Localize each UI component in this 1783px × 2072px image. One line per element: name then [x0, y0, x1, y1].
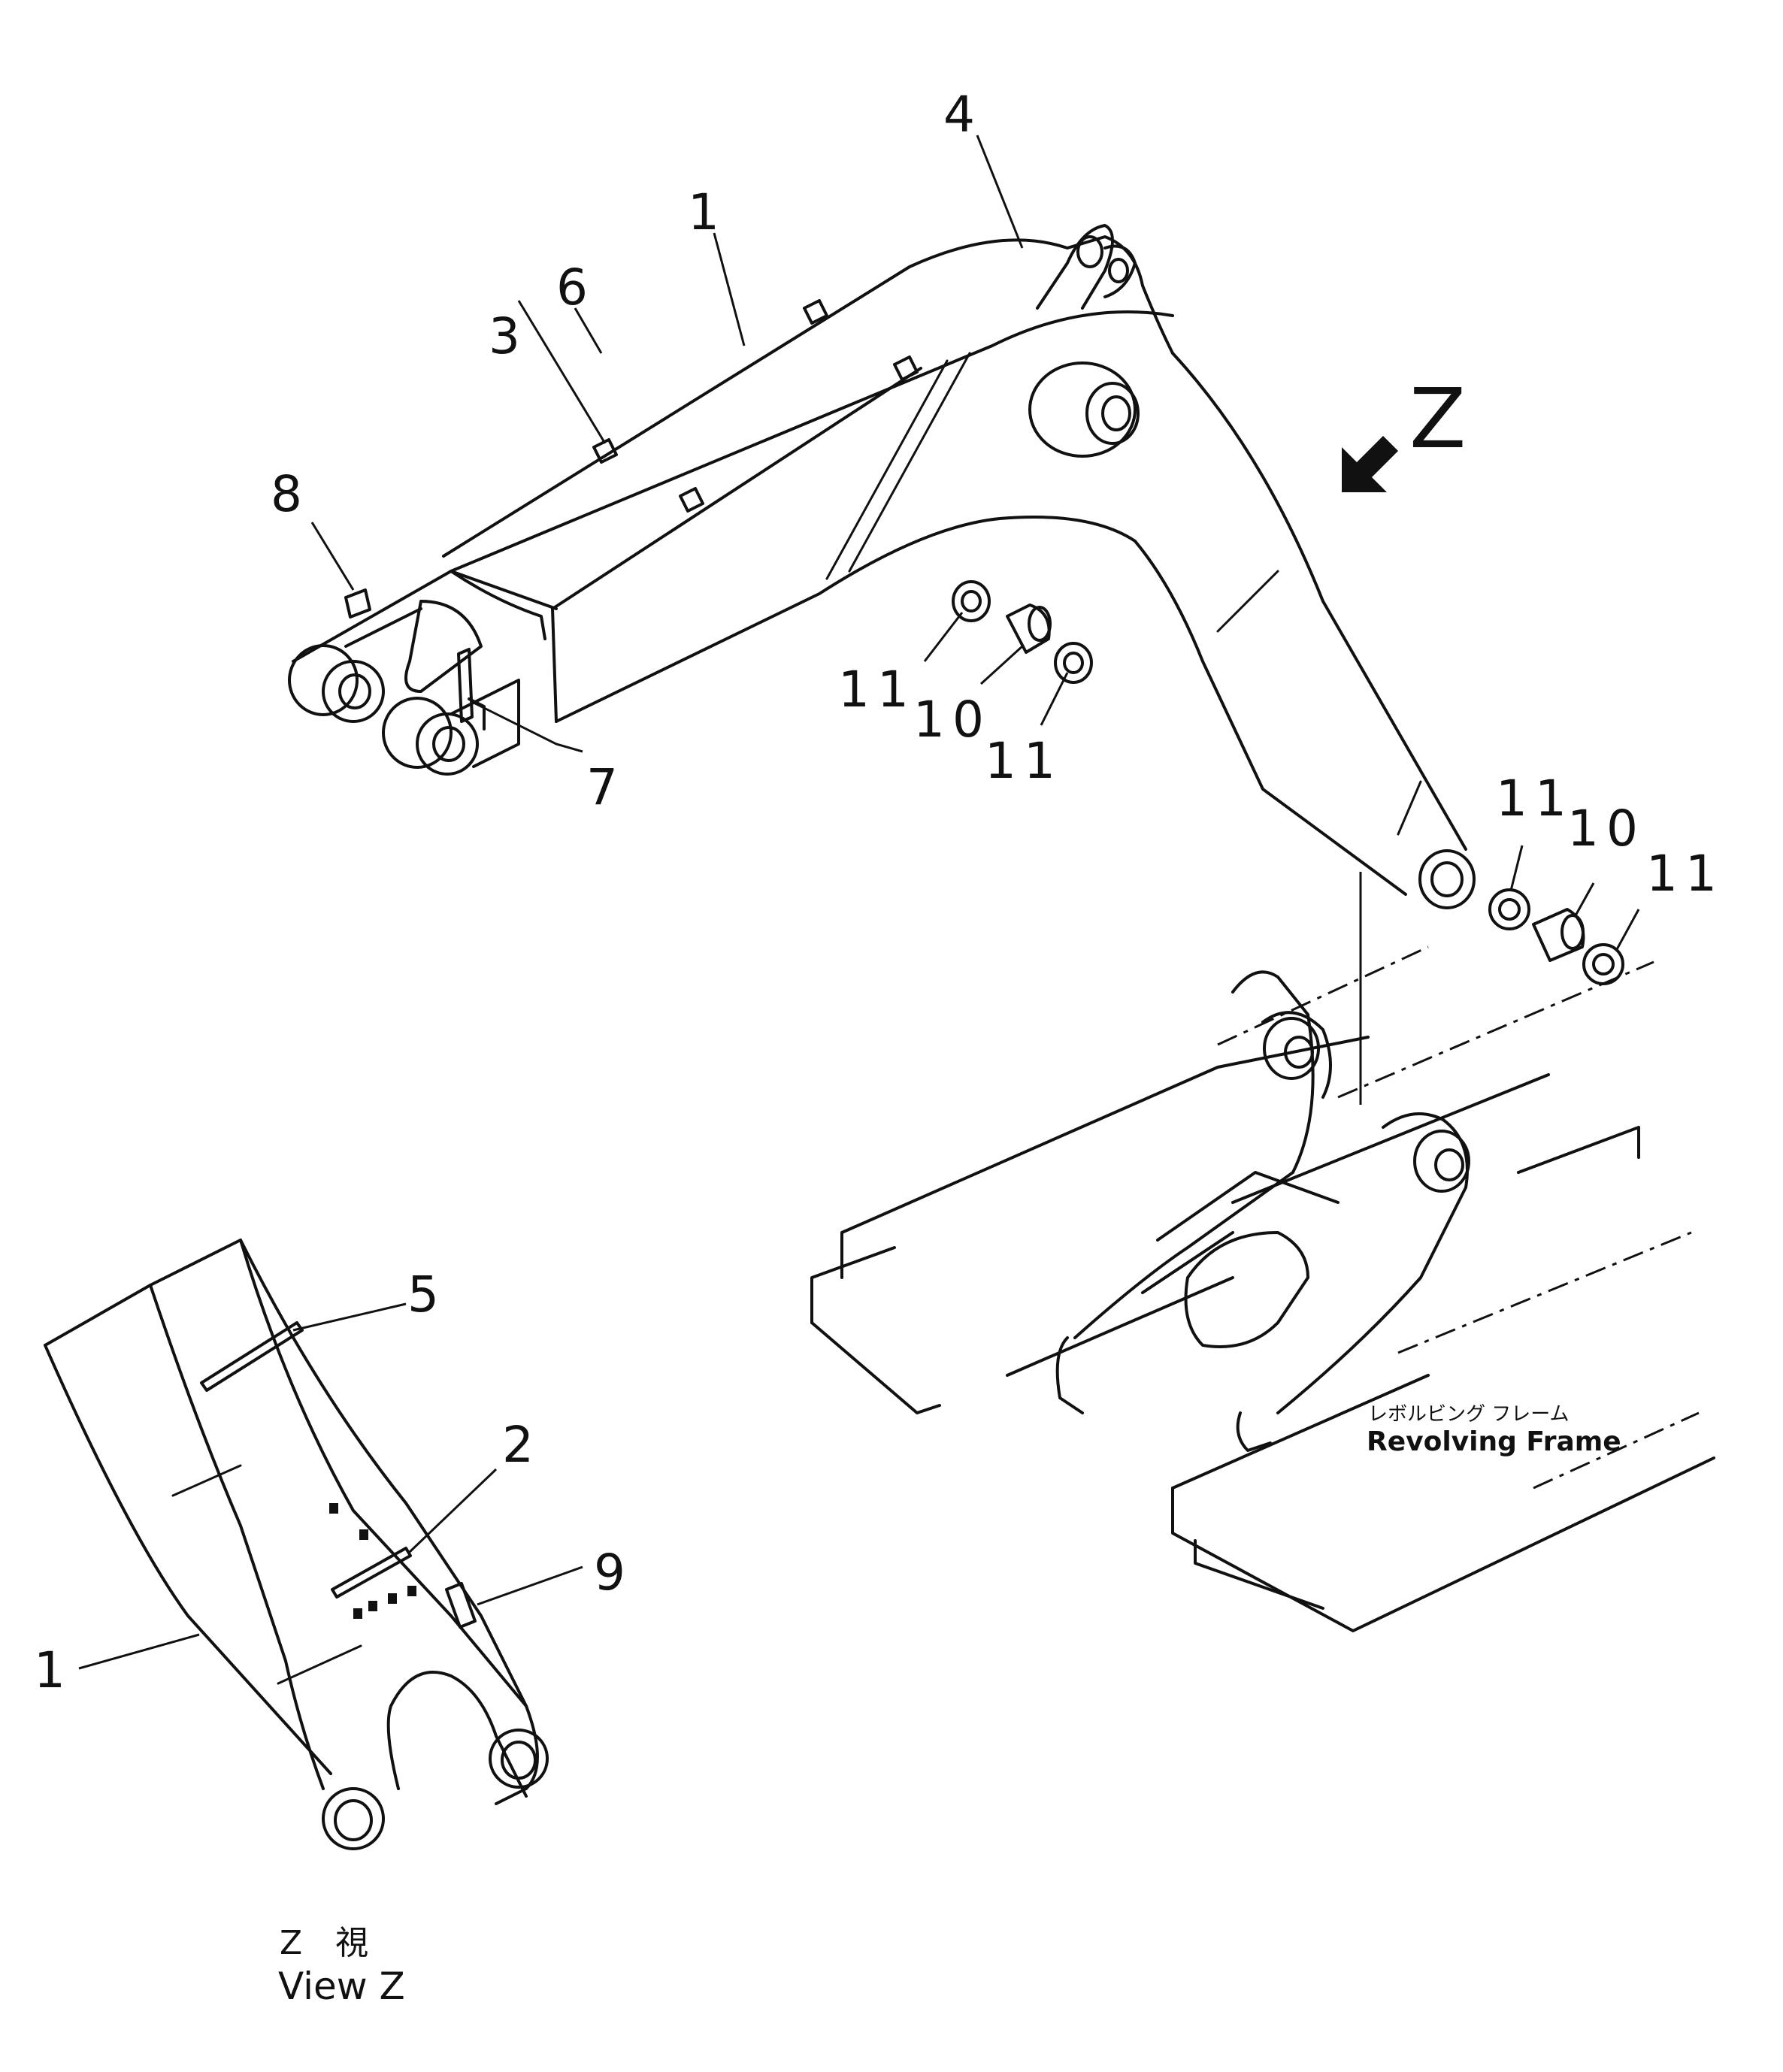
- callout-5: 5: [407, 1266, 439, 1323]
- callout-10-a: 10: [913, 691, 991, 749]
- callout-11-a: 11: [838, 661, 916, 718]
- callout-7: 7: [586, 758, 618, 816]
- view-z-caption-en: View Z: [278, 1965, 405, 2008]
- revolving-frame-drawing: [810, 945, 1715, 1632]
- callout-1-view: 1: [34, 1641, 65, 1699]
- view-z-caption-jp: Z 視: [280, 1924, 368, 1962]
- callout-11-c: 11: [1496, 770, 1574, 827]
- callout-2: 2: [502, 1416, 534, 1474]
- callout-9: 9: [594, 1544, 625, 1602]
- callout-11-b: 11: [985, 732, 1063, 790]
- callout-8: 8: [271, 465, 302, 523]
- boom-base-fork: [288, 570, 558, 776]
- view-z-drawing: [44, 1239, 549, 1850]
- callout-4: 4: [943, 86, 975, 144]
- bushing-set-upper: [952, 580, 1093, 684]
- callout-6: 6: [556, 259, 588, 316]
- boom-main-body: [442, 224, 1476, 909]
- callout-3: 3: [489, 307, 520, 365]
- bushing-set-lower: [1488, 888, 1624, 985]
- callout-leaders: [78, 135, 1640, 1670]
- callout-11-d: 11: [1646, 845, 1724, 903]
- view-z-arrow-label: Z: [1409, 371, 1466, 467]
- revolving-frame-label-en: Revolving Frame: [1367, 1426, 1621, 1457]
- view-z-arrow: [1342, 436, 1398, 492]
- revolving-frame-label-jp: レボルビング フレーム: [1368, 1403, 1570, 1426]
- callout-1-top: 1: [688, 183, 719, 241]
- callout-10-b: 10: [1567, 800, 1645, 858]
